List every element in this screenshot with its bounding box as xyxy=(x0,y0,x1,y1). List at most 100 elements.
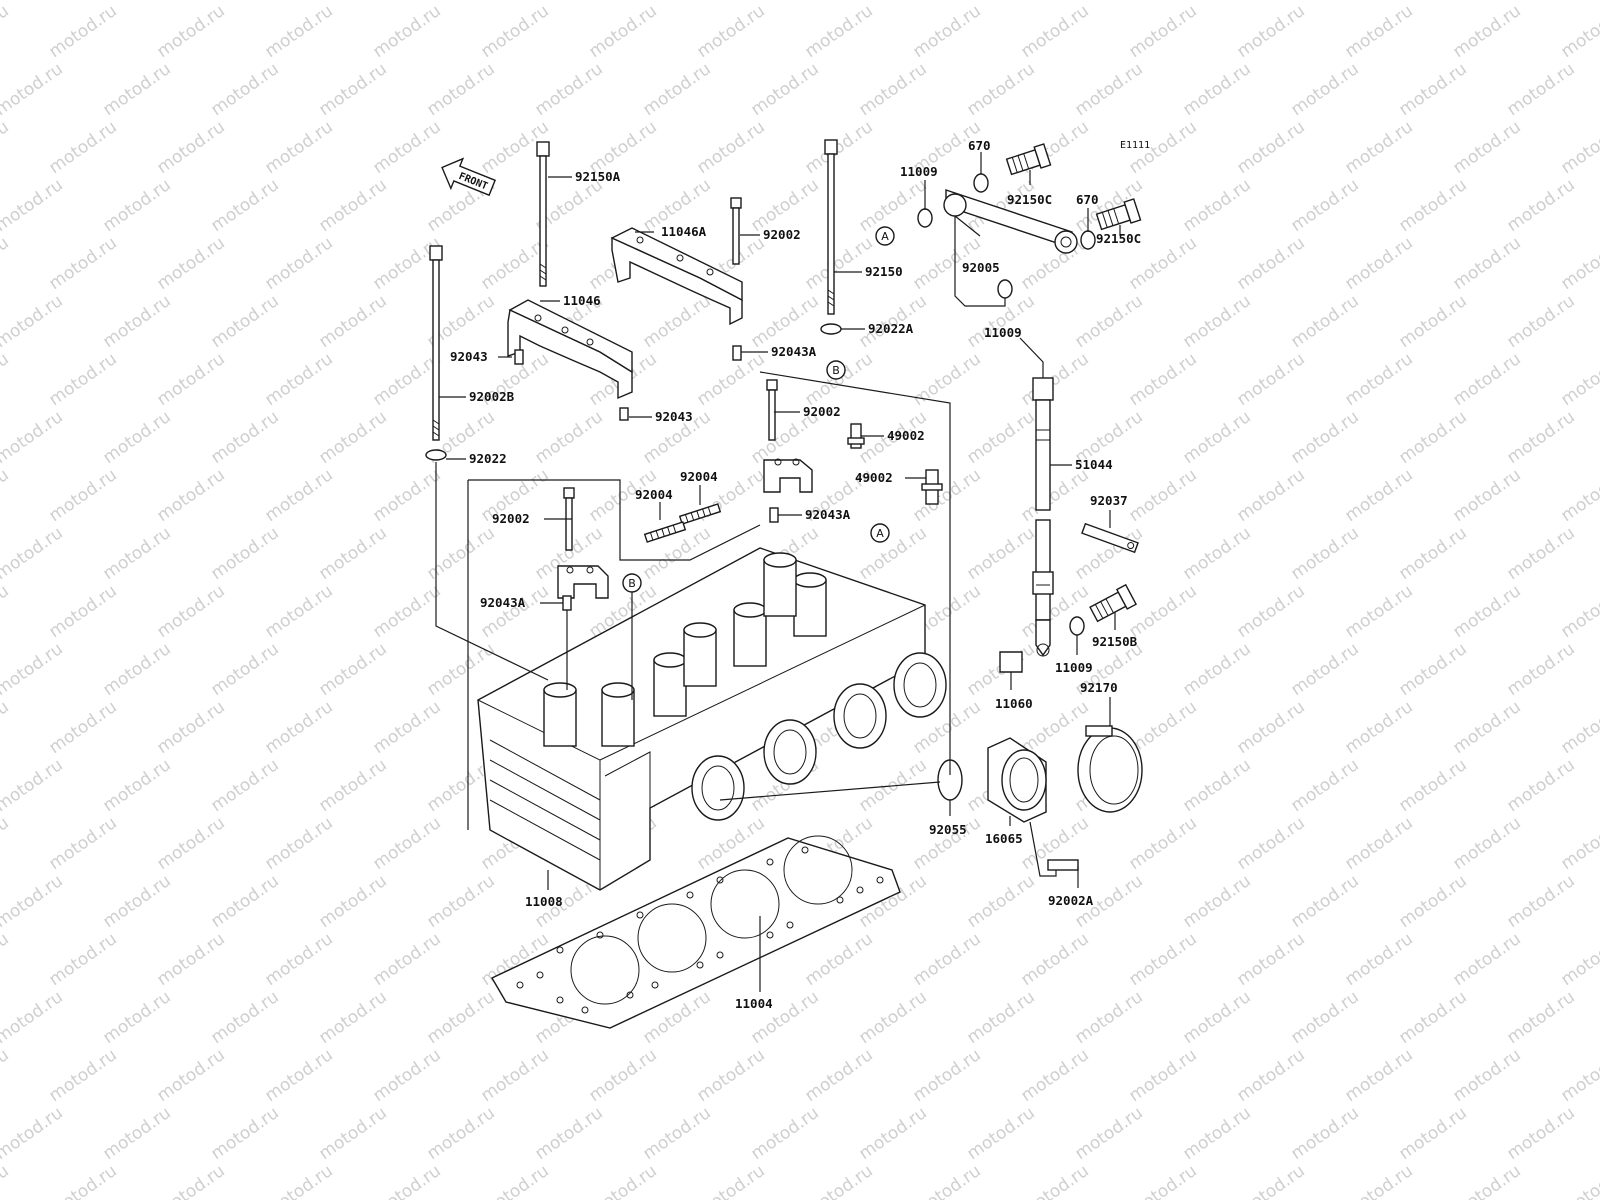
watermark-text: motod.ru xyxy=(909,1045,984,1106)
washer-11009-a xyxy=(917,208,933,228)
watermark-text: motod.ru xyxy=(1503,59,1578,120)
watermark-text: motod.ru xyxy=(0,1161,13,1200)
washer-92022A xyxy=(820,323,842,335)
watermark-text: motod.ru xyxy=(207,523,282,584)
cylinder-head-gasket xyxy=(491,835,901,1029)
part-label: 92150B xyxy=(1092,634,1138,649)
holder-16065 xyxy=(987,737,1047,823)
watermark-text: motod.ru xyxy=(0,581,13,642)
watermark-text: motod.ru xyxy=(261,581,336,642)
watermark-text: motod.ru xyxy=(45,465,120,526)
watermark-text: motod.ru xyxy=(1125,1,1200,62)
watermark-text: motod.ru xyxy=(963,291,1038,352)
watermark-text: motod.ru xyxy=(1341,813,1416,874)
watermark-text: motod.ru xyxy=(1287,871,1362,932)
watermark-text: motod.ru xyxy=(423,523,498,584)
camshaft-cap-small-lower xyxy=(557,565,609,599)
watermark-text: motod.ru xyxy=(0,755,67,816)
fitting-49002-upper xyxy=(847,423,865,449)
watermark-text: motod.ru xyxy=(1071,291,1146,352)
watermark-text: motod.ru xyxy=(207,755,282,816)
watermark-text: motod.ru xyxy=(1395,523,1470,584)
watermark-text: motod.ru xyxy=(0,871,67,932)
watermark-text: motod.ru xyxy=(1179,871,1254,932)
bolt-92002A xyxy=(1047,859,1079,871)
watermark-text: motod.ru xyxy=(1341,581,1416,642)
watermark-text: motod.ru xyxy=(477,581,552,642)
dowel-92043A-upper xyxy=(732,345,742,361)
watermark-text: motod.ru xyxy=(0,929,13,990)
watermark-text: motod.ru xyxy=(99,523,174,584)
fitting-49002-lower xyxy=(921,469,943,505)
watermark-text: motod.ru xyxy=(0,117,13,178)
part-label: 11060 xyxy=(995,696,1033,711)
watermark-text: motod.ru xyxy=(1449,465,1524,526)
bolt-92002-cap-lower xyxy=(563,487,575,551)
watermark-text: motod.ru xyxy=(261,1,336,62)
svg-text:A: A xyxy=(881,230,889,243)
part-label: 51044 xyxy=(1075,457,1113,472)
watermark-text: motod.ru xyxy=(315,291,390,352)
watermark-text: motod.ru xyxy=(585,1161,660,1200)
camshaft-cap-11046A xyxy=(610,227,743,326)
part-label: 92002 xyxy=(803,404,841,419)
watermark-text: motod.ru xyxy=(747,291,822,352)
watermark-text: motod.ru xyxy=(1557,349,1600,410)
watermark-text: motod.ru xyxy=(45,349,120,410)
ref-marker-b-upper: B xyxy=(826,360,846,380)
watermark-text: motod.ru xyxy=(207,59,282,120)
watermark-text: motod.ru xyxy=(801,1,876,62)
watermark-text: motod.ru xyxy=(1503,639,1578,700)
part-label: 92170 xyxy=(1080,680,1118,695)
watermark-text: motod.ru xyxy=(207,1103,282,1164)
watermark-text: motod.ru xyxy=(207,639,282,700)
watermark-text: motod.ru xyxy=(45,1,120,62)
washer-11009-b xyxy=(997,279,1013,299)
watermark-text: motod.ru xyxy=(1503,871,1578,932)
watermark-text: motod.ru xyxy=(1503,755,1578,816)
watermark-text: motod.ru xyxy=(963,987,1038,1048)
watermark-text: motod.ru xyxy=(1233,465,1308,526)
watermark-text: motod.ru xyxy=(0,813,13,874)
watermark-text: motod.ru xyxy=(153,1,228,62)
watermark-text: motod.ru xyxy=(99,987,174,1048)
watermark-text: motod.ru xyxy=(1287,291,1362,352)
part-label: 49002 xyxy=(855,470,893,485)
watermark-text: motod.ru xyxy=(1233,929,1308,990)
washer-92022 xyxy=(425,449,447,461)
watermark-text: motod.ru xyxy=(1071,987,1146,1048)
watermark-text: motod.ru xyxy=(153,697,228,758)
watermark-text: motod.ru xyxy=(909,929,984,990)
watermark-text: motod.ru xyxy=(855,175,930,236)
watermark-text: motod.ru xyxy=(585,1045,660,1106)
watermark-text: motod.ru xyxy=(1557,581,1600,642)
stud-92004-upper xyxy=(678,503,722,525)
watermark-text: motod.ru xyxy=(1017,1045,1092,1106)
watermark-text: motod.ru xyxy=(1341,1161,1416,1200)
watermark-text: motod.ru xyxy=(747,1103,822,1164)
watermark-text: motod.ru xyxy=(1233,581,1308,642)
watermark-text: motod.ru xyxy=(1179,407,1254,468)
watermark-text: motod.ru xyxy=(1395,59,1470,120)
part-label: 92150C xyxy=(1096,231,1141,246)
watermark-text: motod.ru xyxy=(153,813,228,874)
watermark-text: motod.ru xyxy=(369,697,444,758)
watermark-text: motod.ru xyxy=(963,407,1038,468)
watermark-text: motod.ru xyxy=(315,755,390,816)
watermark-text: motod.ru xyxy=(1287,59,1362,120)
watermark-text: motod.ru xyxy=(369,465,444,526)
watermark-text: motod.ru xyxy=(315,175,390,236)
watermark-text: motod.ru xyxy=(1179,639,1254,700)
watermark-text: motod.ru xyxy=(1395,1103,1470,1164)
watermark-text: motod.ru xyxy=(1179,523,1254,584)
watermark-text: motod.ru xyxy=(1233,349,1308,410)
watermark-text: motod.ru xyxy=(99,175,174,236)
watermark-text: motod.ru xyxy=(909,1,984,62)
watermark-text: motod.ru xyxy=(315,523,390,584)
watermark-text: motod.ru xyxy=(0,1045,13,1106)
watermark-text: motod.ru xyxy=(1287,407,1362,468)
watermark-text: motod.ru xyxy=(261,349,336,410)
watermark-text: motod.ru xyxy=(1449,929,1524,990)
watermark-text: motod.ru xyxy=(1125,349,1200,410)
watermark-text: motod.ru xyxy=(1233,697,1308,758)
